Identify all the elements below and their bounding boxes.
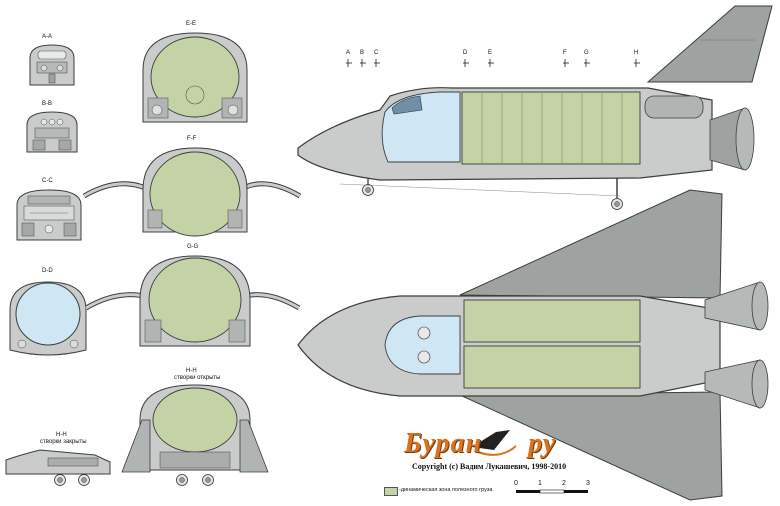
brand-logo-left: Буран: [404, 428, 483, 459]
marker-c: C: [374, 50, 379, 56]
section-g-g-drawing: [84, 255, 301, 347]
scale-tick-1: 1: [538, 480, 542, 487]
marker-f: F: [563, 50, 567, 56]
section-label-a-a: A-A: [42, 34, 53, 40]
section-f-f-drawing: [82, 147, 302, 237]
scale-tick-0: 0: [514, 480, 518, 487]
copyright-text: Copyright (c) Вадим Лукашевич, 1998-2010: [412, 462, 567, 471]
section-label-e-e: E-E: [186, 21, 197, 27]
orbiter-side-view: [297, 5, 773, 210]
legend-payload-swatch: [384, 487, 398, 496]
brand-logo: Буран ру: [404, 428, 556, 460]
marker-a: A: [346, 50, 351, 56]
section-caption-h-h-open: створки открыты: [174, 375, 221, 381]
legend-payload-label: -динамическая зона полезного груза: [399, 487, 493, 493]
section-a-a-drawing: [29, 44, 75, 86]
logo-shuttle-icon: [472, 430, 517, 456]
section-label-g-g: G-G: [187, 244, 199, 250]
section-label-h-h-closed: H-H: [56, 432, 67, 438]
brand-logo-right: ру: [528, 428, 557, 459]
scale-bar: [516, 489, 588, 494]
marker-d: D: [463, 50, 468, 56]
section-h-h-closed-drawing: [5, 449, 111, 486]
section-e-e-drawing: [142, 32, 248, 123]
section-label-b-b: B-B: [42, 101, 53, 107]
scale-tick-3: 3: [586, 480, 590, 487]
section-b-b-drawing: [26, 111, 78, 153]
section-caption-h-h-closed: створки закрыты: [40, 439, 87, 445]
scale-tick-2: 2: [562, 480, 566, 487]
section-d-d-drawing: [9, 281, 87, 356]
section-c-c-drawing: [16, 189, 82, 241]
orbiter-top-view: [297, 189, 769, 501]
marker-g: G: [584, 50, 589, 56]
section-h-h-open-drawing: [121, 384, 269, 486]
section-label-c-c: C-C: [42, 178, 53, 184]
section-label-d-d: D-D: [42, 268, 53, 274]
marker-b: B: [360, 50, 365, 56]
marker-h: H: [634, 50, 639, 56]
marker-e: E: [488, 50, 493, 56]
section-label-h-h-open: H-H: [186, 368, 197, 374]
section-label-f-f: F-F: [187, 136, 197, 142]
